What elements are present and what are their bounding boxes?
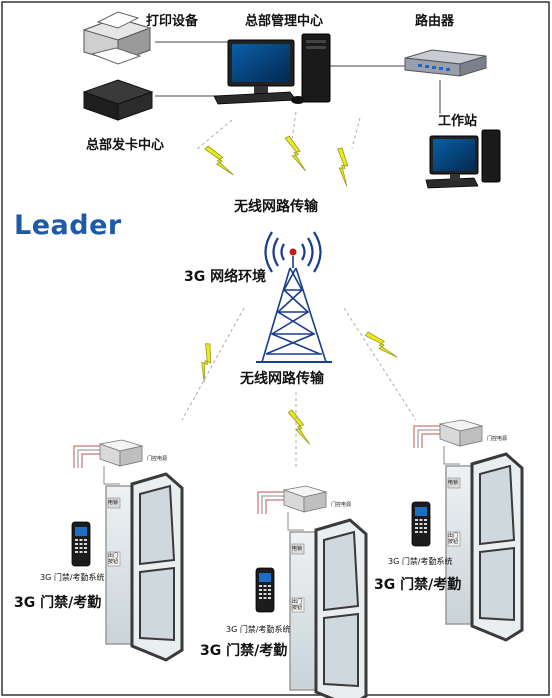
psu-label: 门控电源 bbox=[331, 502, 352, 508]
tower-icon bbox=[256, 256, 332, 363]
card-issuer-icon bbox=[82, 79, 154, 121]
router-icon bbox=[404, 49, 487, 77]
site-caption: 3G 门禁/考勤 bbox=[374, 577, 462, 593]
door-site-middle bbox=[254, 484, 368, 698]
wireless-label-mid: 无线网路传输 bbox=[240, 371, 324, 387]
controller-label: 3G 门禁/考勤系统 bbox=[40, 573, 105, 582]
psu-label: 门控电源 bbox=[487, 436, 508, 442]
lock-label: 电锁 bbox=[448, 480, 459, 486]
controller-label: 3G 门禁/考勤系统 bbox=[226, 625, 291, 634]
router-label: 路由器 bbox=[415, 14, 455, 29]
workstation-icon bbox=[425, 129, 501, 189]
hq-label: 总部管理中心 bbox=[245, 14, 324, 29]
antenna-waves-icon bbox=[264, 231, 322, 273]
door-site-left bbox=[70, 438, 184, 662]
exit-button-label: 出门按钮 bbox=[108, 553, 119, 565]
exit-button-label: 出门按钮 bbox=[448, 533, 459, 545]
wireless-label-top: 无线网路传输 bbox=[234, 199, 318, 215]
workstation-label: 工作站 bbox=[438, 114, 478, 129]
network-lines bbox=[155, 41, 441, 118]
hq-computer-icon bbox=[213, 33, 331, 105]
brand-logo: Leader bbox=[14, 210, 122, 241]
lock-label: 电锁 bbox=[292, 546, 303, 552]
printer-label: 打印设备 bbox=[146, 14, 199, 29]
printer-icon bbox=[82, 11, 152, 65]
card-center-label: 总部发卡中心 bbox=[86, 138, 165, 153]
exit-button-label: 出门按钮 bbox=[292, 599, 303, 611]
lock-label: 电锁 bbox=[108, 500, 119, 506]
network-3g-label: 3G 网络环境 bbox=[184, 269, 267, 285]
psu-label: 门控电源 bbox=[147, 456, 168, 462]
door-site-right bbox=[410, 418, 524, 642]
site-caption: 3G 门禁/考勤 bbox=[200, 643, 288, 659]
controller-label: 3G 门禁/考勤系统 bbox=[388, 557, 453, 566]
site-caption: 3G 门禁/考勤 bbox=[14, 595, 102, 611]
signal-rays bbox=[181, 111, 417, 470]
